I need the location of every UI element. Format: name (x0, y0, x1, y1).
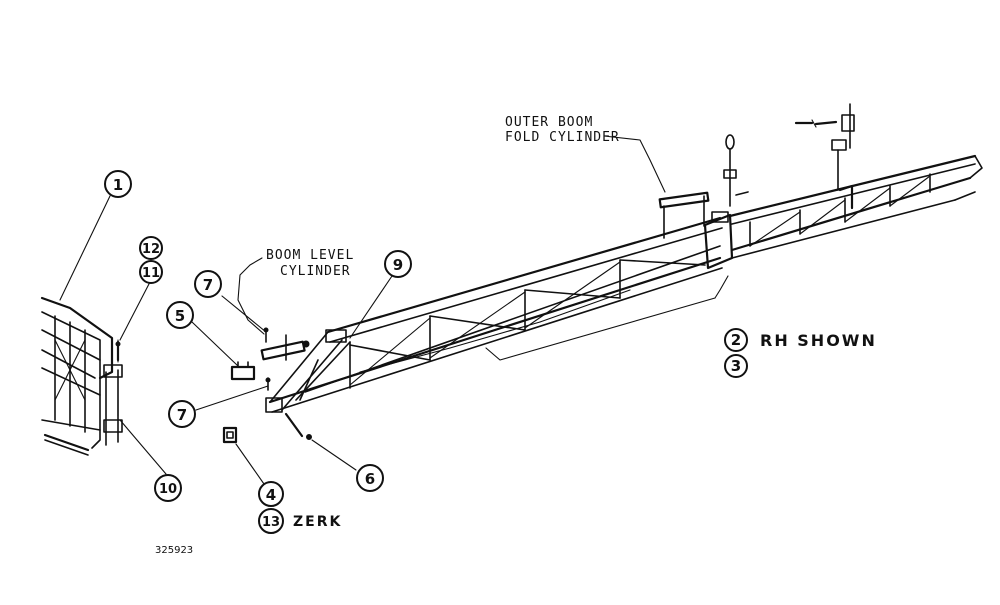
outer-boom-label-line2: FOLD CYLINDER (505, 130, 620, 145)
callout-3: 3 (724, 354, 748, 378)
zerk-label: ZERK (293, 514, 342, 530)
callout-2: 2 (724, 328, 748, 352)
pivot-bracket-5 (230, 361, 256, 381)
svg-text:6: 6 (365, 470, 375, 488)
boom-level-cylinder (260, 334, 310, 361)
bolt-6 (284, 412, 312, 440)
svg-text:1: 1 (113, 176, 123, 194)
svg-text:12: 12 (142, 242, 160, 257)
pin-11-12 (115, 340, 121, 362)
callout-6: 6 (356, 464, 384, 492)
svg-text:4: 4 (266, 486, 276, 504)
callout-10: 10 (154, 474, 182, 502)
main-boom (265, 211, 734, 413)
center-frame (40, 296, 123, 456)
outer-boom (728, 154, 983, 259)
callout-11: 11 (139, 260, 163, 284)
zerk-bushing-4 (222, 426, 238, 444)
outer-boom-label-line1: OUTER BOOM (505, 115, 593, 130)
boom-level-label-line2: CYLINDER (280, 264, 351, 279)
callout-5: 5 (166, 301, 194, 329)
svg-text:10: 10 (159, 482, 177, 497)
svg-text:2: 2 (731, 331, 741, 349)
svg-text:3: 3 (731, 357, 741, 375)
svg-text:11: 11 (142, 266, 160, 281)
svg-text:13: 13 (262, 515, 280, 530)
callout-7-top: 7 (194, 270, 222, 298)
leader-lines (59, 135, 729, 485)
hydraulic-fittings (723, 103, 855, 207)
callout-9: 9 (384, 250, 412, 278)
outer-boom-fold-cylinder (658, 191, 710, 239)
rh-shown-label: RH SHOWN (760, 331, 877, 350)
drawing-number: 325923 (155, 545, 193, 556)
callout-12: 12 (139, 236, 163, 260)
callout-4: 4 (258, 481, 284, 507)
boom-level-label-line1: BOOM LEVEL (266, 248, 354, 263)
callout-13: 13 (258, 508, 284, 534)
callout-1: 1 (104, 170, 132, 198)
svg-text:7: 7 (177, 406, 187, 424)
svg-text:7: 7 (203, 276, 213, 294)
svg-text:9: 9 (393, 256, 403, 274)
svg-text:5: 5 (175, 307, 185, 325)
callout-7-bottom: 7 (168, 400, 196, 428)
